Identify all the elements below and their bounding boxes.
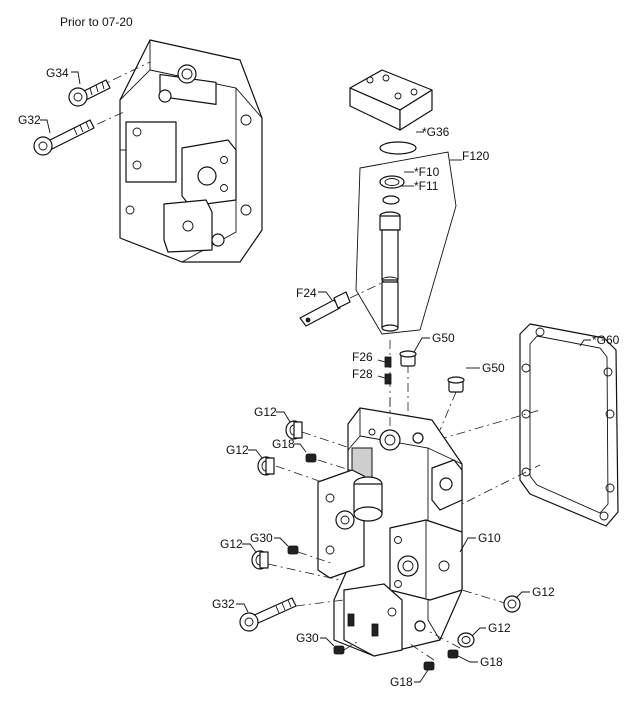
label-g34: G34 [46,66,69,80]
label-f120: F120 [462,149,490,163]
label-f11: *F11 [414,179,439,193]
label-g18-c: G18 [390,675,413,689]
label-g18-b: G18 [480,655,503,669]
label-g30-b: G30 [296,631,319,645]
plug-g12-b [257,456,275,476]
gasket-g60 [519,323,619,527]
plugs-f26-f28 [384,340,392,420]
plug-g12-d [503,595,521,613]
label-g60: *G60 [592,333,620,347]
plug-g18-c [423,661,435,671]
screw-g32-bottom [239,597,297,632]
label-g12-e: G12 [488,621,511,635]
label-g12-b: G12 [226,443,249,457]
screw-g34 [68,61,151,107]
revision-note: Prior to 07-20 [60,15,133,29]
screw-g32-top [33,111,125,156]
label-g30-a: G30 [250,531,273,545]
plug-g30-a [287,545,299,555]
label-g12-d: G12 [532,585,555,599]
plug-g12-e [457,632,475,648]
label-g32-bottom: G32 [212,597,235,611]
label-g10: G10 [478,531,501,545]
plug-g30-b [333,645,345,655]
label-g12-c: G12 [220,537,243,551]
label-f24: F24 [296,286,317,300]
plug-g18-a [305,453,317,463]
label-f28: F28 [352,367,373,381]
valve-body-g10 [317,407,463,657]
valve-body-prior [119,39,263,263]
plug-g50-b [439,376,465,431]
label-g50-a: G50 [432,331,455,345]
label-f26: F26 [352,350,373,364]
cover-block-g36 [349,69,433,155]
label-g12-a: G12 [254,405,277,419]
label-f10: *F10 [414,165,440,179]
plug-g12-a [285,420,303,440]
label-g32-top: G32 [18,113,41,127]
plug-g12-c [251,550,269,570]
label-g50-b: G50 [482,361,505,375]
plug-g18-b [447,649,459,659]
label-g18-a: G18 [272,437,295,451]
label-g36: *G36 [422,125,450,139]
plug-g50-a [399,350,417,420]
spool-group-f120 [299,151,457,335]
